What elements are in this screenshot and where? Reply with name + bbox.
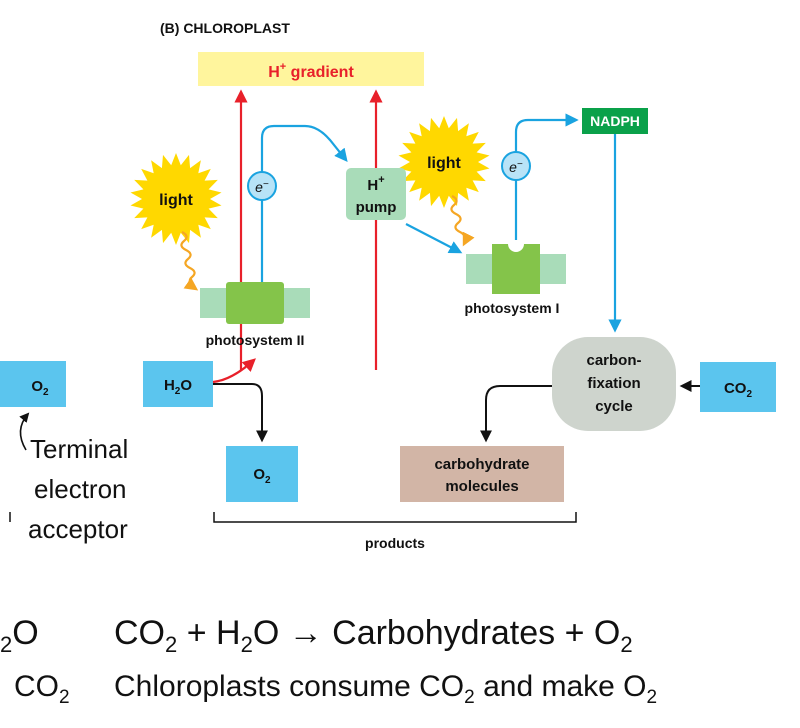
equation-left-row2: CO2 bbox=[14, 670, 70, 708]
electron-label-2: e− bbox=[509, 159, 523, 175]
o2-product-label: O2 bbox=[253, 466, 271, 486]
photosystem-i bbox=[466, 244, 566, 294]
electron-path-to-nadph bbox=[514, 113, 579, 152]
photosystem-ii-label: photosystem II bbox=[206, 332, 305, 348]
light-label-1: light bbox=[159, 192, 193, 209]
carbohydrate-box bbox=[400, 446, 564, 502]
h-gradient-box bbox=[198, 52, 424, 86]
light-wave-arrow-2 bbox=[450, 195, 475, 247]
o2-left-box bbox=[0, 361, 66, 407]
terminal-acceptor-line2: electron bbox=[34, 474, 127, 504]
h2o-to-o2-arrow bbox=[213, 383, 268, 443]
co2-input-box bbox=[700, 362, 776, 412]
o2-left-label: O2 bbox=[31, 378, 49, 398]
panel-label: (B) CHLOROPLAST bbox=[160, 20, 290, 36]
h2o-label: H2O bbox=[164, 377, 192, 397]
carbohydrate-line2: molecules bbox=[445, 478, 518, 495]
carbohydrate-line1: carbohydrate bbox=[434, 456, 529, 473]
electron-path-to-pump bbox=[260, 124, 348, 172]
terminal-acceptor-line3: acceptor bbox=[28, 514, 128, 544]
carbon-fixation-cycle bbox=[552, 337, 676, 431]
products-bracket bbox=[213, 512, 577, 523]
sun-icon: light bbox=[130, 153, 222, 245]
carbon-fixation-line2: fixation bbox=[587, 375, 640, 392]
h-gradient-label: H+ gradient bbox=[268, 61, 354, 81]
nadph-label: NADPH bbox=[590, 113, 640, 129]
light-wave-arrow-1 bbox=[180, 231, 199, 291]
carbon-fixation-line3: cycle bbox=[595, 398, 633, 415]
pump-label-line2: pump bbox=[356, 199, 397, 216]
products-label: products bbox=[365, 535, 425, 551]
light-label-2: light bbox=[427, 155, 461, 172]
photosystem-ii bbox=[200, 282, 310, 324]
equation-left-row1: 2O bbox=[0, 614, 39, 657]
co2-input-label: CO2 bbox=[724, 380, 753, 400]
terminal-acceptor-pointer bbox=[19, 412, 30, 451]
h2o-box bbox=[143, 361, 213, 407]
photosynthesis-equation: CO2 + H2O → Carbohydrates + O2 bbox=[114, 614, 633, 657]
nadph-box bbox=[582, 108, 648, 134]
cycle-to-carbohydrate-arrow bbox=[480, 385, 552, 443]
h2o-to-proton-arrow bbox=[212, 358, 256, 384]
sun-icon: light bbox=[398, 116, 490, 208]
pump-label-line1: H+ bbox=[367, 174, 384, 194]
electron-path-to-psi bbox=[405, 223, 463, 254]
chloroplast-summary: Chloroplasts consume CO2 and make O2 bbox=[114, 670, 658, 708]
photosystem-i-label: photosystem I bbox=[465, 300, 560, 316]
carbon-fixation-line1: carbon- bbox=[586, 352, 641, 369]
terminal-acceptor-line1: Terminal bbox=[30, 434, 128, 464]
h-pump-box bbox=[346, 168, 406, 220]
electron-label-1: e− bbox=[255, 179, 269, 195]
o2-product-box bbox=[226, 446, 298, 502]
